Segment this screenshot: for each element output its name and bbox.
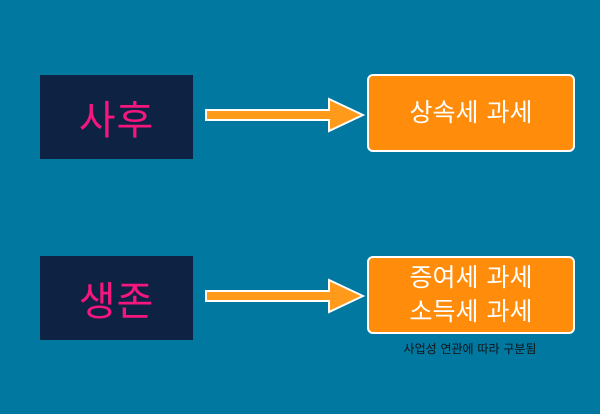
arrow-right-icon [205, 97, 365, 133]
result-inheritance-tax: 상속세 과세 [409, 98, 533, 127]
label-box-while-alive: 생존 [40, 256, 193, 340]
result-box-gift-income-tax: 증여세 과세 소득세 과세 [367, 256, 575, 334]
result-gift-tax: 증여세 과세 [409, 263, 533, 292]
result-box-inheritance-tax: 상속세 과세 [367, 74, 575, 152]
label-after-death: 사후 [78, 98, 155, 144]
arrow-right-icon [205, 278, 365, 314]
label-while-alive: 생존 [78, 279, 155, 325]
footnote: 사업성 연관에 따라 구분됨 [403, 342, 537, 356]
result-income-tax: 소득세 과세 [409, 297, 533, 326]
label-box-after-death: 사후 [40, 75, 193, 159]
